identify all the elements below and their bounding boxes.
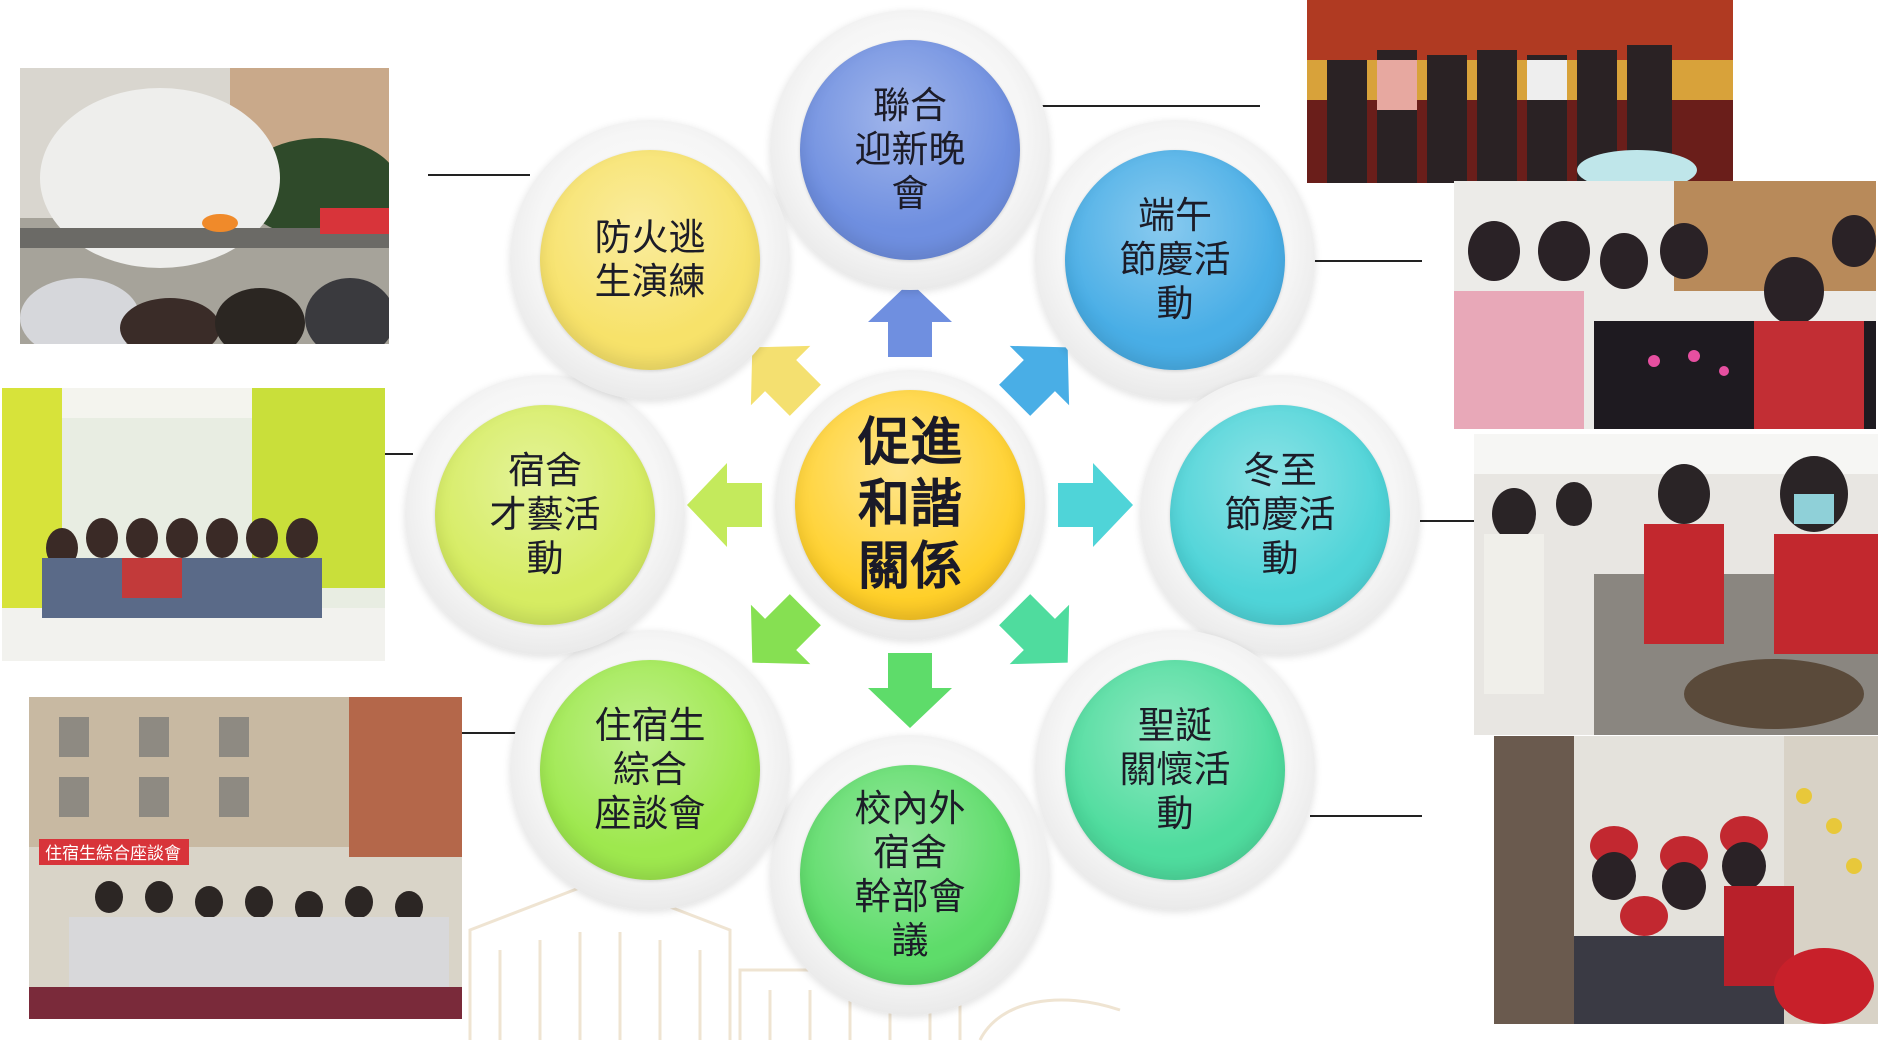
node-label: 校內外 宿舍 幹部會 議	[854, 787, 966, 962]
forum-banner-text: 住宿生綜合座談會	[45, 844, 181, 864]
node-label: 聖誕 關懷活 動	[1119, 704, 1231, 835]
dragon-boat-photo	[1454, 181, 1876, 429]
arrow-right	[1058, 463, 1133, 547]
node-label: 聯合 迎新晚 會	[854, 84, 966, 215]
fire-drill-photo	[20, 68, 389, 344]
arrow-down	[868, 653, 952, 728]
node-label: 宿舍 才藝活 動	[489, 449, 601, 580]
connector-line-resident-forum	[460, 732, 518, 734]
node-talent-show: 宿舍 才藝活 動	[435, 405, 655, 625]
arrow-down-right	[999, 594, 1070, 665]
connector-line-dragon-boat	[1310, 260, 1422, 262]
node-label: 住宿生 綜合 座談會	[594, 704, 706, 835]
talent-show-photo	[2, 388, 385, 661]
welcome-party-photo	[1307, 0, 1733, 183]
arrow-up-left	[750, 345, 821, 416]
connector-line-talent-show	[383, 453, 413, 455]
christmas-photo	[1494, 736, 1878, 1024]
connector-line-christmas	[1310, 815, 1422, 817]
arrow-up-right	[999, 345, 1070, 416]
node-winter-solstice: 冬至 節慶活 動	[1170, 405, 1390, 625]
resident-forum-photo: 住宿生綜合座談會	[29, 697, 462, 1019]
center-node: 促進 和諧 關係	[795, 390, 1025, 620]
node-welcome-party: 聯合 迎新晚 會	[800, 40, 1020, 260]
node-fire-drill: 防火逃 生演練	[540, 150, 760, 370]
node-label: 冬至 節慶活 動	[1224, 449, 1336, 580]
center-label: 促進 和諧 關係	[857, 413, 962, 597]
node-label: 端午 節慶活 動	[1119, 194, 1231, 325]
connector-line-welcome-party	[1025, 105, 1260, 107]
arrow-down-left	[750, 594, 821, 665]
winter-solstice-photo	[1474, 434, 1878, 735]
node-label: 防火逃 生演練	[594, 216, 706, 303]
node-cadre-meeting: 校內外 宿舍 幹部會 議	[800, 765, 1020, 985]
node-dragon-boat: 端午 節慶活 動	[1065, 150, 1285, 370]
arrow-up	[868, 282, 952, 357]
connector-line-fire-drill	[428, 174, 530, 176]
node-christmas: 聖誕 關懷活 動	[1065, 660, 1285, 880]
connector-line-winter-solstice	[1420, 520, 1476, 522]
arrow-left	[687, 463, 762, 547]
node-resident-forum: 住宿生 綜合 座談會	[540, 660, 760, 880]
